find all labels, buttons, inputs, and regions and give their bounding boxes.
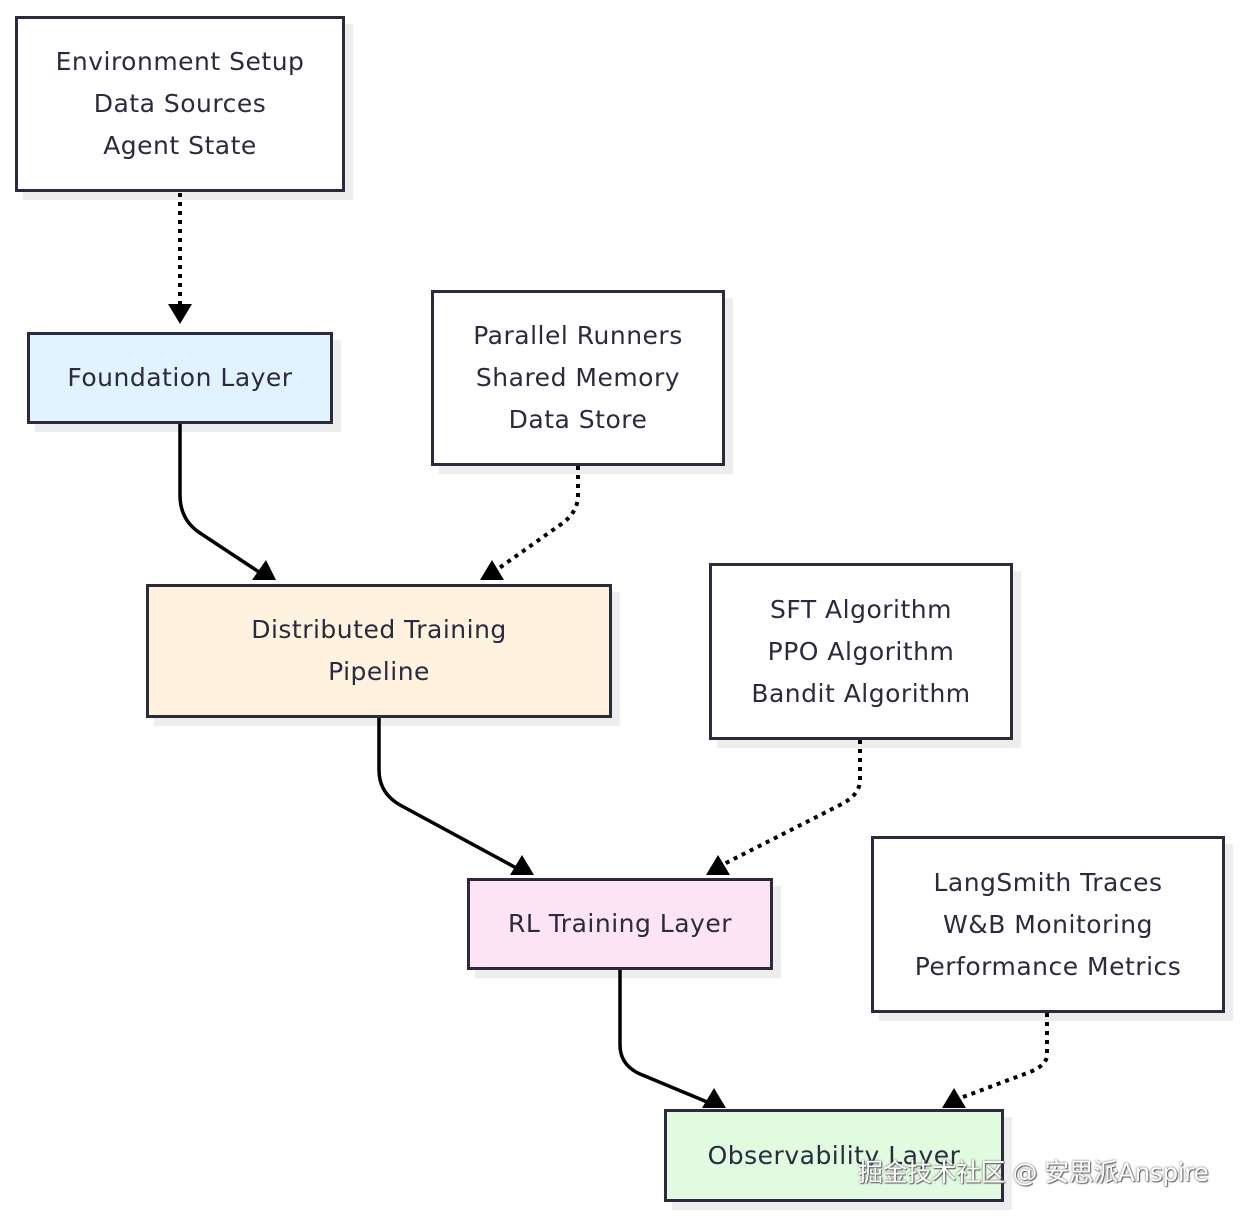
node-foundation-layer: Foundation Layer [27, 332, 333, 424]
arrowhead [480, 560, 504, 580]
arrowhead [510, 855, 534, 875]
node-label: Bandit Algorithm [751, 678, 971, 708]
node-parallel-runners: Parallel Runners Shared Memory Data Stor… [431, 290, 725, 466]
arrowhead [702, 1088, 726, 1108]
edge-rl-observability [618, 970, 713, 1106]
edge-parallel-distributed [493, 466, 580, 573]
node-label: Data Sources [93, 89, 267, 118]
edge-algos-rl [719, 740, 862, 868]
node-label: Performance Metrics [914, 951, 1182, 981]
node-distributed-training-pipeline: Distributed Training Pipeline [146, 584, 612, 718]
node-algorithms: SFT Algorithm PPO Algorithm Bandit Algor… [709, 563, 1013, 740]
node-label: RL Training Layer [507, 909, 733, 938]
node-rl-training-layer: RL Training Layer [467, 878, 773, 970]
watermark: 掘金技术社区 @ 安思派Anspire [858, 1158, 1209, 1187]
arrowhead [942, 1088, 966, 1108]
edge-traces-observability [954, 1013, 1049, 1102]
edge-distributed-rl [377, 718, 521, 872]
node-label: Agent State [103, 131, 257, 160]
node-label: Distributed Training [251, 615, 507, 644]
node-label: Environment Setup [55, 47, 305, 76]
node-label: Observability Layer [707, 1140, 961, 1170]
node-label: SFT Algorithm [770, 594, 952, 624]
node-observability-layer: Observability Layer [664, 1109, 1004, 1202]
node-label: Data Store [508, 405, 648, 434]
node-label: Parallel Runners [473, 321, 683, 350]
node-label: Pipeline [328, 657, 430, 686]
node-label: LangSmith Traces [933, 867, 1163, 897]
node-monitoring: LangSmith Traces W&B Monitoring Performa… [871, 836, 1225, 1013]
edge-foundation-distributed [178, 424, 266, 578]
node-label: W&B Monitoring [942, 909, 1153, 939]
arrowhead [252, 560, 276, 580]
node-label: Foundation Layer [67, 363, 293, 392]
arrowhead [706, 855, 730, 875]
node-environment-setup: Environment Setup Data Sources Agent Sta… [15, 16, 345, 192]
arrowhead [168, 304, 192, 324]
node-label: Shared Memory [475, 363, 681, 392]
node-label: PPO Algorithm [767, 636, 955, 666]
